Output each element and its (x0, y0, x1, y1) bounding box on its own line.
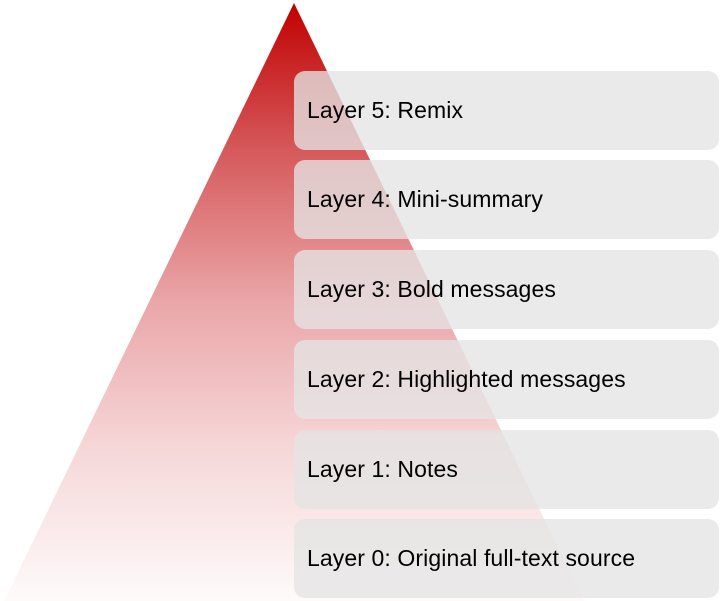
layer-1-label: Layer 1: Notes (307, 456, 458, 482)
layer-4-label: Layer 4: Mini-summary (307, 186, 543, 212)
layer-3-box: Layer 3: Bold messages (294, 250, 719, 329)
layer-1-box: Layer 1: Notes (294, 430, 719, 509)
layer-5-box: Layer 5: Remix (294, 71, 719, 150)
layer-3-label: Layer 3: Bold messages (307, 276, 556, 302)
layer-4-box: Layer 4: Mini-summary (294, 160, 719, 239)
layer-2-box: Layer 2: Highlighted messages (294, 340, 719, 419)
layer-0-label: Layer 0: Original full-text source (307, 545, 636, 571)
layer-2-label: Layer 2: Highlighted messages (307, 366, 626, 392)
layer-5-label: Layer 5: Remix (307, 97, 464, 123)
layer-0-box: Layer 0: Original full-text source (294, 519, 719, 598)
